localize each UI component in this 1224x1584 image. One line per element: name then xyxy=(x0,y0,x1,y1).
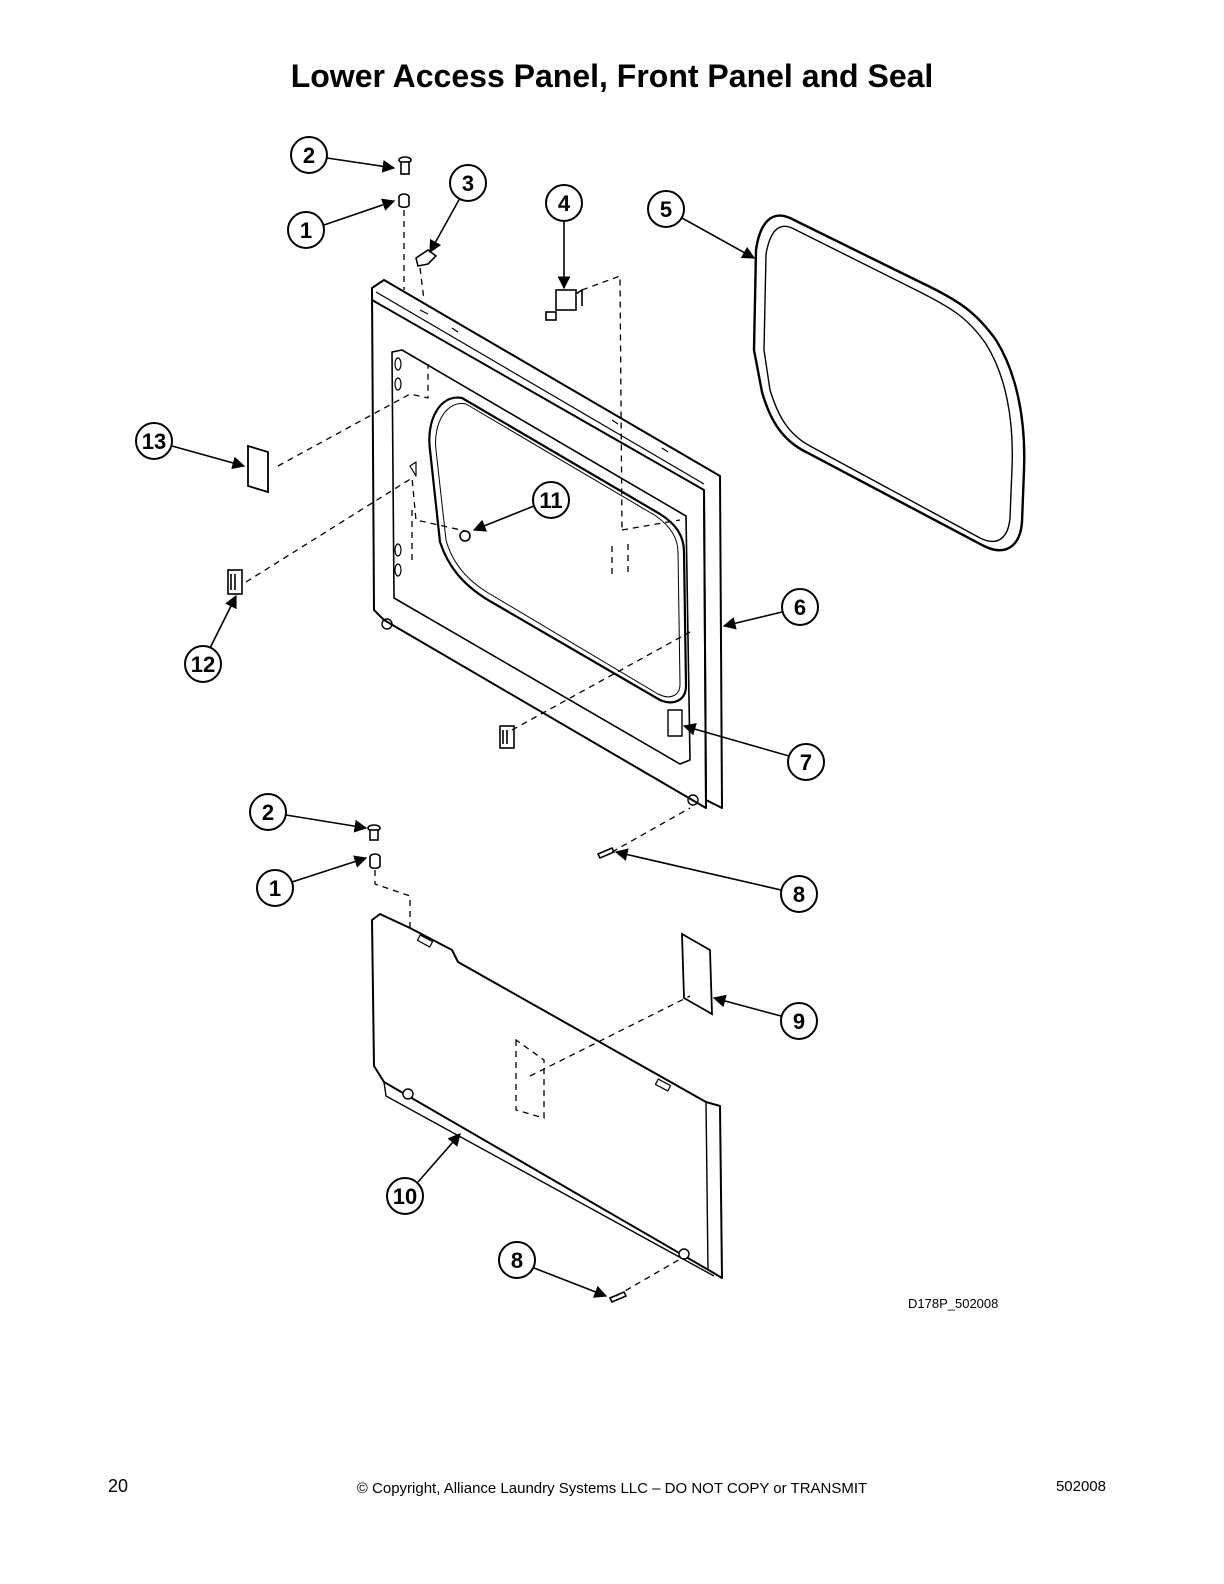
callout-12: 12 xyxy=(184,594,237,683)
callout-13: 13 xyxy=(135,422,246,470)
callout-label: 13 xyxy=(142,429,166,454)
lower-access-panel xyxy=(371,913,723,1279)
callout-label: 2 xyxy=(262,800,274,825)
copyright-notice: © Copyright, Alliance Laundry Systems LL… xyxy=(356,1480,868,1497)
callout-1-lower: 1 xyxy=(256,855,368,907)
door-seal xyxy=(752,214,1026,552)
callout-2-lower: 2 xyxy=(249,793,368,833)
callout-7: 7 xyxy=(682,723,825,781)
callout-label: 8 xyxy=(793,882,805,907)
callouts: 2 1 3 4 5 13 xyxy=(135,136,825,1298)
callout-3: 3 xyxy=(429,164,487,254)
callout-10: 10 xyxy=(386,1133,461,1215)
callout-label: 5 xyxy=(660,197,672,222)
callout-label: 1 xyxy=(269,876,281,901)
callout-label: 3 xyxy=(462,171,474,196)
callout-11: 11 xyxy=(472,481,570,532)
figure-id: D178P_502008 xyxy=(908,1296,999,1311)
callout-8-upper: 8 xyxy=(614,848,818,913)
document-number: 502008 xyxy=(1055,1478,1106,1495)
callout-label: 8 xyxy=(511,1248,523,1273)
callout-8-lower: 8 xyxy=(498,1241,608,1298)
callout-label: 1 xyxy=(300,218,312,243)
callout-label: 12 xyxy=(191,652,215,677)
callout-2-upper: 2 xyxy=(290,136,396,174)
callout-4: 4 xyxy=(545,184,583,290)
callout-1-upper: 1 xyxy=(287,198,396,249)
small-parts xyxy=(227,156,713,1304)
page-title: Lower Access Panel, Front Panel and Seal xyxy=(290,58,934,94)
callout-5: 5 xyxy=(647,190,756,259)
assembly-lines xyxy=(245,210,691,1297)
callout-label: 11 xyxy=(539,488,562,513)
callout-6: 6 xyxy=(722,588,819,630)
front-panel xyxy=(371,279,723,809)
page-number: 20 xyxy=(108,1476,129,1496)
callout-label: 2 xyxy=(303,143,315,168)
callout-9: 9 xyxy=(712,994,818,1040)
callout-label: 10 xyxy=(393,1184,417,1209)
callout-label: 4 xyxy=(558,191,571,216)
callout-label: 6 xyxy=(794,595,806,620)
callout-label: 7 xyxy=(800,750,812,775)
callout-label: 9 xyxy=(793,1009,805,1034)
